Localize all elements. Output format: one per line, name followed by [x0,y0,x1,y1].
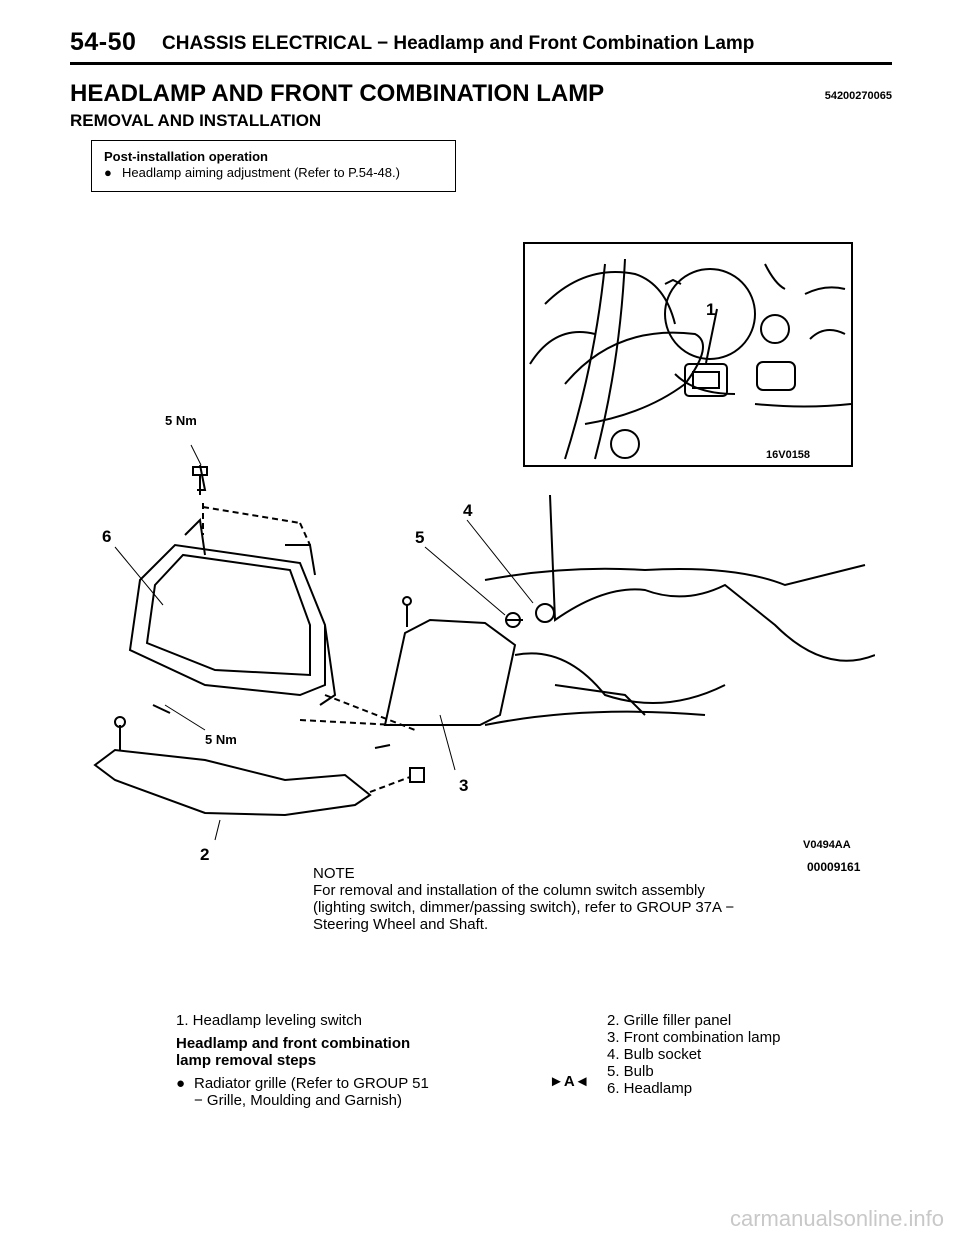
post-installation-item: ● Headlamp aiming adjustment (Refer to P.… [104,165,455,181]
note-label: NOTE [313,865,355,882]
step-1: 1. Headlamp leveling switch [176,1012,362,1029]
callout-5: 5 [415,528,424,547]
dashboard-switch-illustration: 16V0158 [529,258,851,461]
steps-right-column: 2. Grille filler panel 3. Front combinat… [607,1012,780,1097]
post-installation-text: Headlamp aiming adjustment (Refer to P.5… [122,165,400,180]
radiator-grille-step: ● Radiator grille (Refer to GROUP 51 [176,1075,476,1092]
radiator-grille-text: Radiator grille (Refer to GROUP 51 [194,1075,429,1092]
callout-4: 4 [463,501,473,520]
watermark: carmanualsonline.info [729,1206,944,1231]
inset-illustration-frame: 16V0158 [523,242,853,467]
post-installation-heading: Post-installation operation [104,149,268,164]
page-number: 54-50 [70,28,137,56]
steps-left-column: 1. Headlamp leveling switch Headlamp and… [176,1012,476,1109]
torque-label-top: 5 Nm [165,413,197,428]
torque-label-bottom: 5 Nm [205,732,237,747]
step-4: 4. Bulb socket [607,1046,702,1063]
radiator-grille-text-cont: − Grille, Moulding and Garnish) [194,1092,403,1109]
header-title: CHASSIS ELECTRICAL − Headlamp and Front … [162,33,755,54]
exploded-diagram: 5 Nm 5 Nm 6 5 4 3 2 V0494AA 00009161 [85,395,875,880]
main-title: HEADLAMP AND FRONT COMBINATION LAMP [70,80,605,107]
callout-3: 3 [459,776,468,795]
note-text: For removal and installation of the colu… [313,882,735,933]
bullet-icon: ● [176,1075,186,1092]
steps-heading-line1: Headlamp and front combination [176,1035,411,1052]
steps-heading-line2: lamp removal steps [176,1052,317,1069]
step-2: 2. Grille filler panel [607,1012,732,1029]
post-installation-box: Post-installation operation ● Headlamp ai… [91,140,456,192]
callout-2: 2 [200,845,209,864]
headlamp-exploded-illustration: 5 Nm 5 Nm 6 5 4 3 2 V0494AA 00009161 [93,413,875,874]
grille-filler-panel-outline [93,748,372,817]
headlamp-outline [128,543,326,697]
header-rule [70,62,892,65]
step-3: 3. Front combination lamp [607,1029,781,1046]
inset-figure-code: 16V0158 [766,449,810,461]
figure-id: 00009161 [807,860,861,874]
step-5: 5. Bulb [607,1063,654,1080]
section-code: 54200270065 [824,90,892,102]
step-6: 6. Headlamp [607,1080,693,1097]
note-block: NOTE For removal and installation of the… [313,865,753,933]
callout-6: 6 [102,527,111,546]
callout-1: 1 [706,300,716,319]
reference-mark: ►A◄ [549,1073,590,1090]
subtitle: REMOVAL AND INSTALLATION [70,111,322,130]
combination-lamp-outline [383,618,517,726]
bullet-icon: ● [104,165,112,180]
main-figure-code: V0494AA [803,839,851,851]
